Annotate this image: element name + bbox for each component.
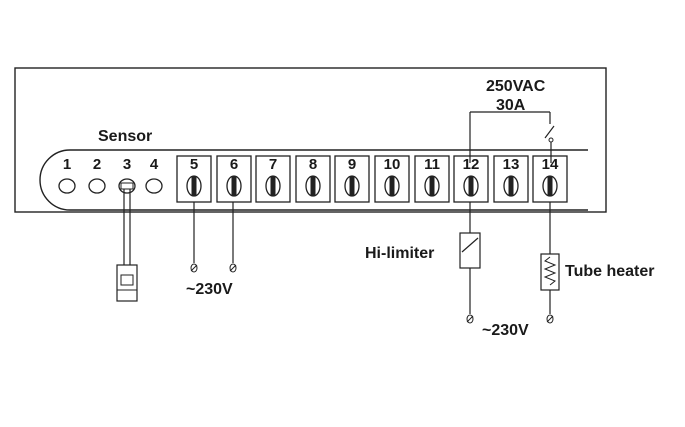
sensor-terminal-hole <box>88 178 106 194</box>
screw-slot <box>310 176 316 196</box>
screw-terminal: 14 <box>532 155 568 203</box>
sensor-terminal-number: 1 <box>63 156 71 173</box>
sensor-label: Sensor <box>98 128 152 145</box>
screw-slot <box>191 176 197 196</box>
screw-terminal-number: 6 <box>230 156 238 173</box>
supply-wiring-left <box>190 202 237 273</box>
sensor-terminal-hole <box>145 178 163 194</box>
screw-terminal-group: 5 6 7 8 9 10 11 12 13 14 <box>176 155 568 203</box>
screw-slot <box>231 176 237 196</box>
sensor-probe <box>116 182 138 302</box>
screw-terminal: 5 <box>176 155 212 203</box>
wire-end-terminal <box>190 263 198 273</box>
screw-terminal-number: 14 <box>542 156 559 173</box>
sensor-terminal-number: 3 <box>123 156 131 173</box>
screw-terminal: 10 <box>374 155 410 203</box>
sensor-plug <box>116 264 138 302</box>
supply-voltage-label-left: ~230V <box>186 281 233 298</box>
screw-terminal-number: 7 <box>269 156 277 173</box>
relay-contact <box>469 111 555 163</box>
hi-limiter-label: Hi-limiter <box>365 245 434 262</box>
screw-terminal-number: 10 <box>384 156 401 173</box>
wire-end-terminal <box>546 314 554 324</box>
sensor-terminal-group: 1 2 3 4 <box>58 156 163 194</box>
screw-terminal-number: 5 <box>190 156 198 173</box>
screw-terminal-number: 9 <box>348 156 356 173</box>
relay-current-rating: 30A <box>496 97 526 114</box>
screw-terminal: 11 <box>414 155 450 203</box>
terminal-strip <box>39 149 588 211</box>
sensor-terminal-number: 2 <box>93 156 101 173</box>
supply-voltage-label-right: ~230V <box>482 322 529 339</box>
screw-slot <box>468 176 474 196</box>
screw-slot <box>508 176 514 196</box>
screw-terminal: 7 <box>255 155 291 203</box>
screw-slot <box>547 176 553 196</box>
screw-slot <box>270 176 276 196</box>
tube-heater-circuit <box>540 202 560 324</box>
screw-terminal: 6 <box>216 155 252 203</box>
screw-terminal: 13 <box>493 155 529 203</box>
screw-terminal-number: 11 <box>424 156 440 173</box>
tube-heater-label: Tube heater <box>565 263 655 280</box>
wire-end-terminal <box>229 263 237 273</box>
screw-slot <box>349 176 355 196</box>
screw-terminal: 12 <box>453 155 489 203</box>
screw-terminal-number: 13 <box>503 156 520 173</box>
screw-terminal-number: 8 <box>309 156 317 173</box>
sensor-terminal-number: 4 <box>150 156 159 173</box>
screw-slot <box>389 176 395 196</box>
sensor-terminal-hole <box>118 178 136 194</box>
hi-limiter-circuit <box>459 202 481 324</box>
wire-end-terminal <box>466 314 474 324</box>
relay-voltage-rating: 250VAC <box>486 78 546 95</box>
screw-terminal: 9 <box>334 155 370 203</box>
screw-slot <box>429 176 435 196</box>
screw-terminal-number: 12 <box>463 156 480 173</box>
sensor-terminal-hole <box>58 178 76 194</box>
screw-terminal: 8 <box>295 155 331 203</box>
